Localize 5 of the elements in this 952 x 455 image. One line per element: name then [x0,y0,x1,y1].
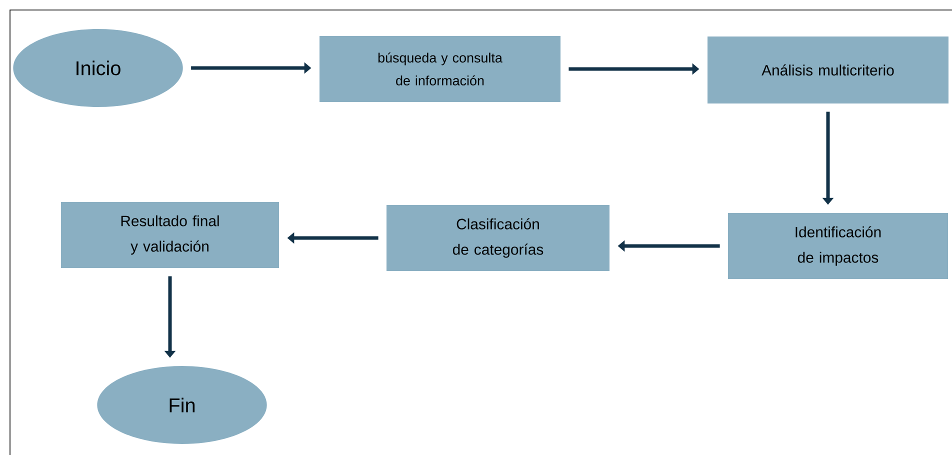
process-box: Clasificación de categorías [386,205,610,271]
process-box: búsqueda y consulta de información [320,36,560,102]
process-box: Identificación de impactos [728,213,948,279]
process-box: Resultado final y validación [61,202,279,268]
process-box: Análisis multicriterio [708,36,948,104]
